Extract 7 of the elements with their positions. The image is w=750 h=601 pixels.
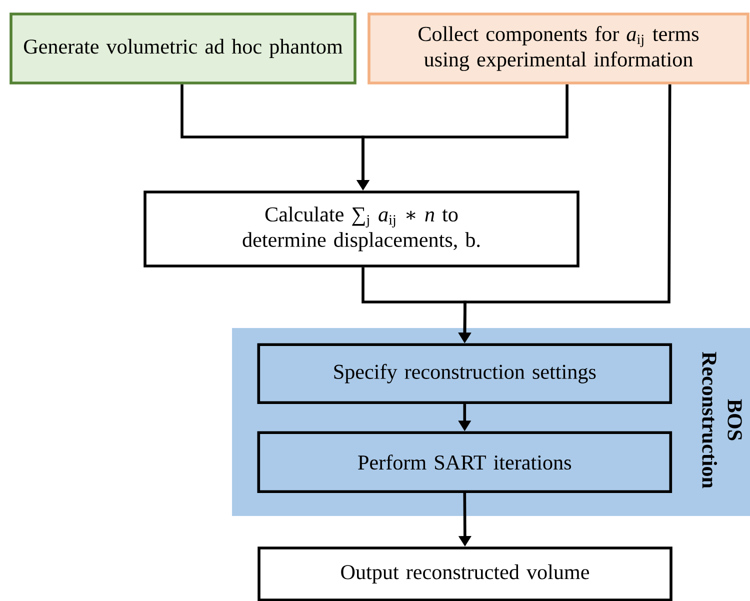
process-box: Specify reconstruction settings <box>257 343 672 404</box>
process-box: Collect components for a$_{ij}$ terms using experimental information <box>368 12 750 84</box>
process-box: Generate volumetric ad hoc phantom <box>10 12 356 84</box>
group-heading: BOS Reconstruction <box>702 352 742 488</box>
process-box: Calculate ∑$_{j}$ a$_{ij}$ ∗ n to determine displacements, b. <box>144 190 580 268</box>
process-box: Perform SART iterations <box>257 431 672 494</box>
process-box: Output reconstructed volume <box>258 546 672 601</box>
